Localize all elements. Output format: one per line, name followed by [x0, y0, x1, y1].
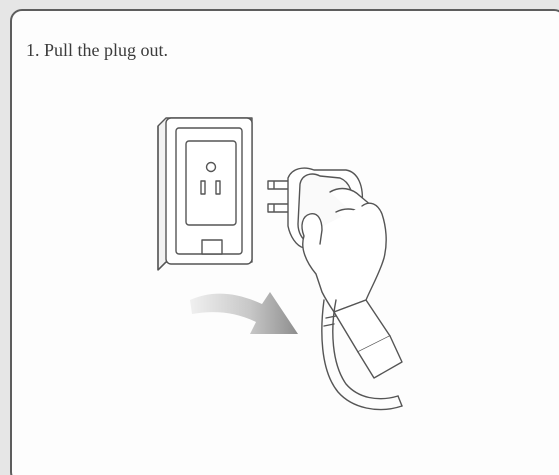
- hand-icon: [302, 189, 402, 378]
- pull-arrow-icon: [190, 292, 298, 334]
- wall-outlet-icon: [158, 118, 252, 270]
